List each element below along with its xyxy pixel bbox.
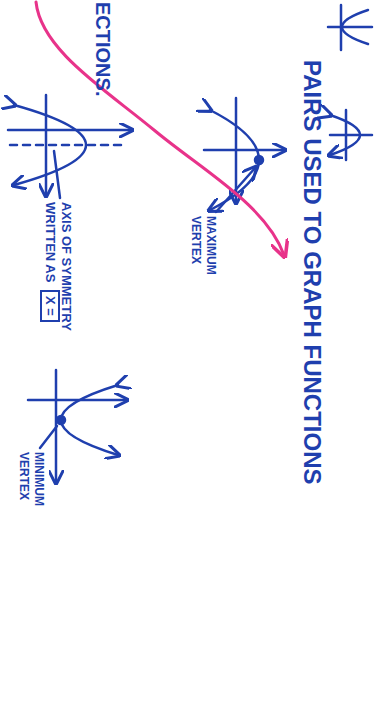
up-parabola-icon (328, 5, 372, 50)
symmetry-graph (8, 95, 131, 198)
heading-text: PAIRS USED TO GRAPH FUNCTIONS (299, 60, 326, 484)
vertex-label: MAXIMUM VERTEX (188, 216, 218, 294)
down-parabola-icon (330, 110, 372, 160)
boxed-formula: X = (40, 290, 60, 322)
vertex-label: MINIMUM VERTEX (16, 452, 46, 530)
cut-off-text: ECTIONS. (91, 2, 114, 96)
maximum-graph (204, 98, 284, 212)
